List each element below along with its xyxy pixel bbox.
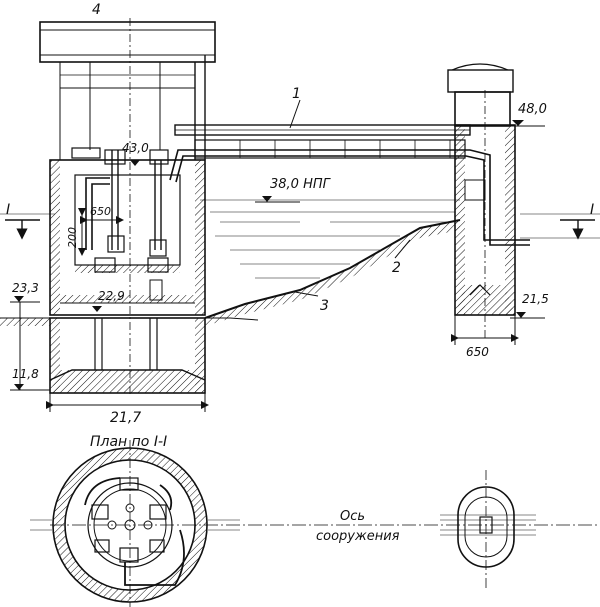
dimension-200: 200	[66, 227, 79, 248]
elevation-21: 21,5	[522, 292, 549, 306]
water-surface	[0, 199, 600, 279]
plan-title: План по I-I	[90, 434, 167, 450]
dimension-650-right: 650	[466, 345, 489, 359]
elevation-43: 43,0	[122, 141, 149, 155]
callout-3: 3	[320, 298, 329, 314]
riverbed-slope	[0, 219, 461, 326]
dimension-lines	[19, 208, 519, 412]
dimension-650-left: 650	[90, 205, 111, 218]
elevation-38-npg: 38,0 НПГ	[270, 177, 332, 192]
elevation-markers	[10, 120, 545, 391]
callout-2: 2	[392, 260, 401, 276]
plan-view	[30, 440, 600, 607]
elevation-23: 23,3	[12, 281, 39, 295]
section-cut-markers	[5, 219, 595, 240]
pump-station-shaft	[39, 18, 216, 395]
axis-label-line2: сооружения	[316, 529, 400, 544]
axis-label-line1: Ось	[340, 509, 365, 524]
dimension-21-7: 21,7	[110, 410, 141, 426]
elevation-11: 11,8	[12, 367, 39, 381]
intake-head	[447, 63, 516, 340]
elevation-48: 48,0	[518, 102, 547, 117]
callout-leaders	[289, 99, 411, 297]
elevation-22: 22,9	[98, 289, 125, 303]
callout-4: 4	[92, 2, 101, 18]
section-mark-left: I	[6, 202, 10, 218]
callout-1: 1	[292, 86, 301, 102]
service-bridge	[169, 124, 530, 246]
section-mark-right: I	[590, 202, 594, 218]
